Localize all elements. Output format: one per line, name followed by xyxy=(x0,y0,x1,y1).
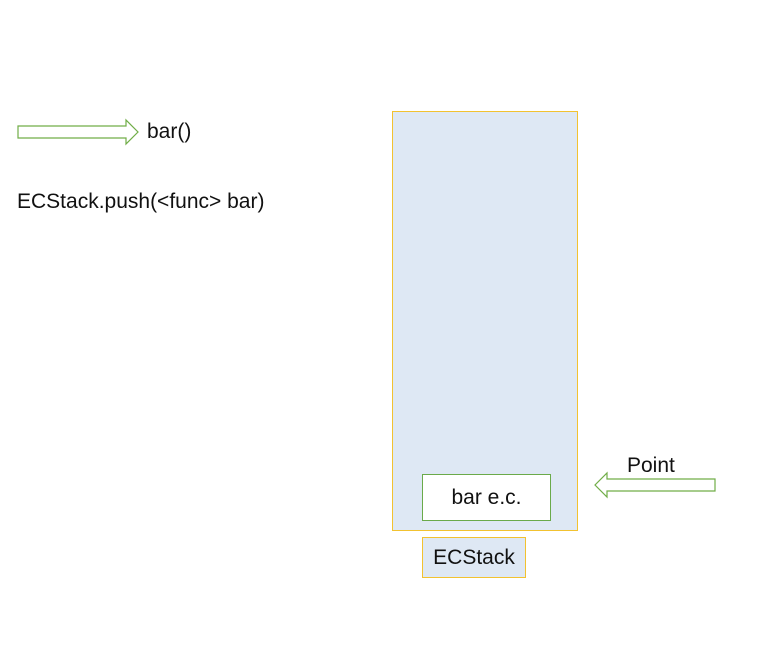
pointer-label: Point xyxy=(627,454,675,477)
ec-stack-container xyxy=(392,111,578,531)
arrow-right-icon xyxy=(17,118,139,146)
arrow-left-icon xyxy=(594,471,716,499)
frame-label: bar e.c. xyxy=(451,485,522,509)
ec-stack-caption: ECStack xyxy=(422,537,526,578)
stack-caption-label: ECStack xyxy=(433,545,515,569)
bar-execution-context-frame: bar e.c. xyxy=(422,474,551,521)
call-label: bar() xyxy=(147,120,192,143)
push-operation-label: ECStack.push(<func> bar) xyxy=(17,190,265,213)
